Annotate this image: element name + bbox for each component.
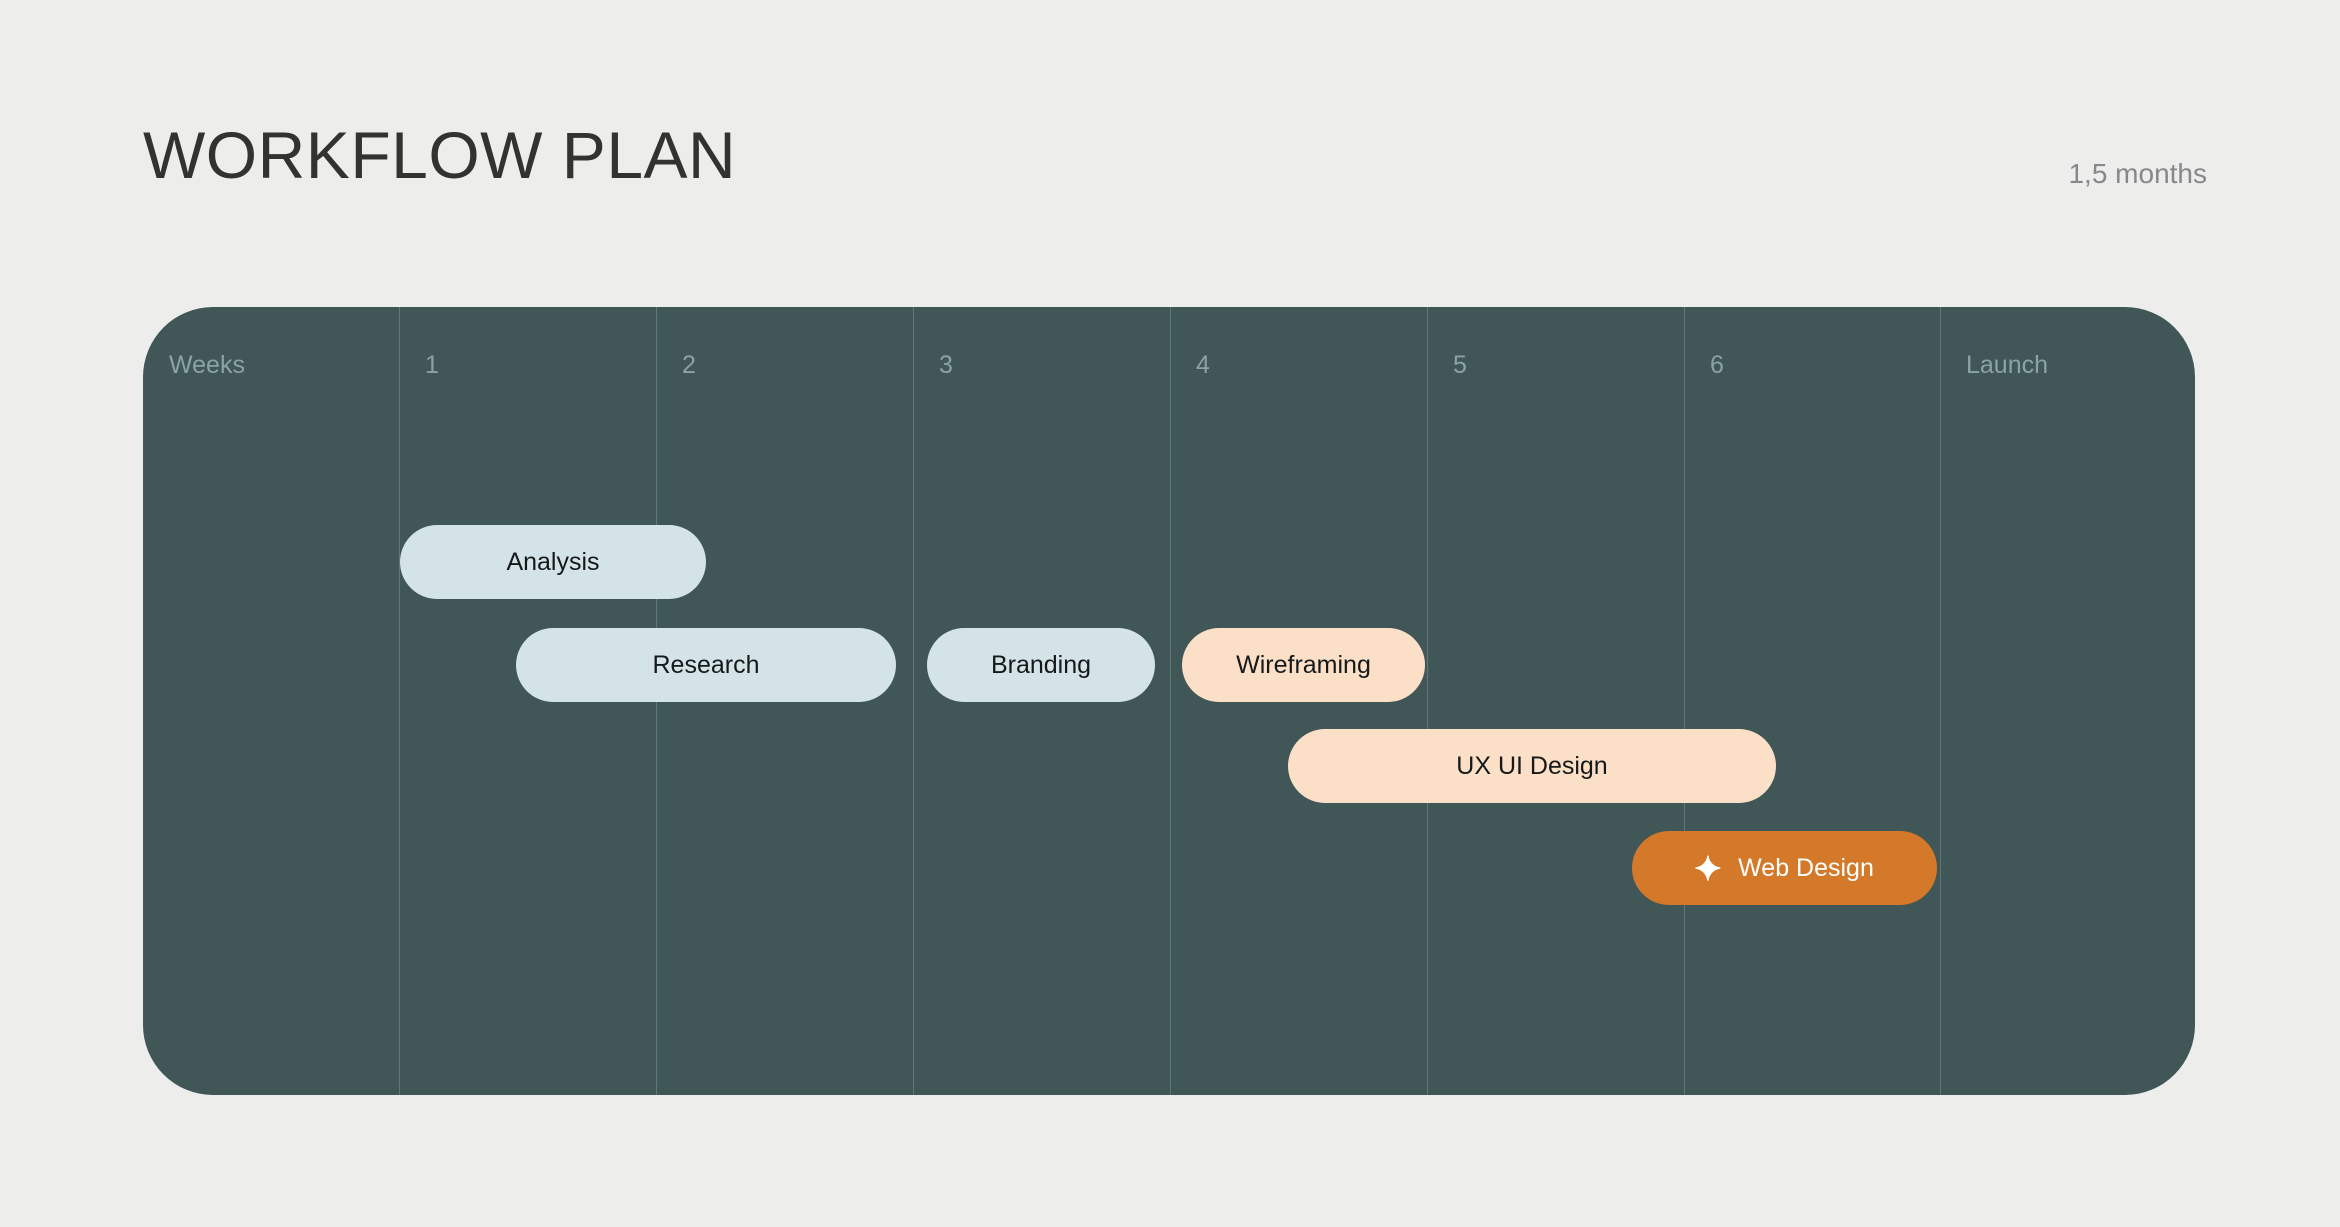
task-bar-label: Analysis — [506, 547, 600, 576]
week-column-weeks: Weeks — [143, 307, 399, 1095]
task-bar-label: UX UI Design — [1456, 751, 1608, 780]
column-header-label: 6 — [1710, 351, 1724, 379]
task-bar-web-design[interactable]: Web Design — [1632, 831, 1937, 905]
column-header-label: 5 — [1453, 351, 1467, 379]
week-column-4: 4 — [1170, 307, 1427, 1095]
column-header-label: 3 — [939, 351, 953, 379]
column-divider — [913, 307, 914, 1095]
column-header-label: 1 — [425, 351, 439, 379]
week-column-6: 6 — [1684, 307, 1940, 1095]
column-header-label: Launch — [1966, 351, 2049, 379]
column-divider — [1427, 307, 1428, 1095]
task-bar-branding[interactable]: Branding — [927, 628, 1155, 702]
task-bar-research[interactable]: Research — [516, 628, 896, 702]
task-bar-label: Wireframing — [1236, 650, 1371, 679]
column-header-label: 4 — [1196, 351, 1210, 379]
column-divider — [1684, 307, 1685, 1095]
week-column-3: 3 — [913, 307, 1170, 1095]
task-bar-label: Research — [652, 650, 760, 679]
task-bar-analysis[interactable]: Analysis — [400, 525, 706, 599]
sparkle-icon — [1695, 854, 1722, 882]
column-divider — [1170, 307, 1171, 1095]
page-header: WORKFLOW PLAN 1,5 months — [0, 0, 2340, 307]
column-divider — [399, 307, 400, 1095]
column-divider — [1940, 307, 1941, 1095]
task-bar-wireframing[interactable]: Wireframing — [1182, 628, 1425, 702]
task-bar-label: Web Design — [1738, 853, 1874, 882]
week-column-1: 1 — [399, 307, 656, 1095]
task-bar-label: Branding — [990, 650, 1092, 679]
project-duration-label: 1,5 months — [2068, 158, 2207, 189]
page-title: WORKFLOW PLAN — [143, 118, 737, 192]
week-column-launch: Launch — [1940, 307, 2195, 1095]
column-header-label: Weeks — [169, 351, 245, 379]
week-column-5: 5 — [1427, 307, 1684, 1095]
task-bar-ux-ui-design[interactable]: UX UI Design — [1288, 729, 1776, 803]
column-header-label: 2 — [682, 351, 696, 379]
